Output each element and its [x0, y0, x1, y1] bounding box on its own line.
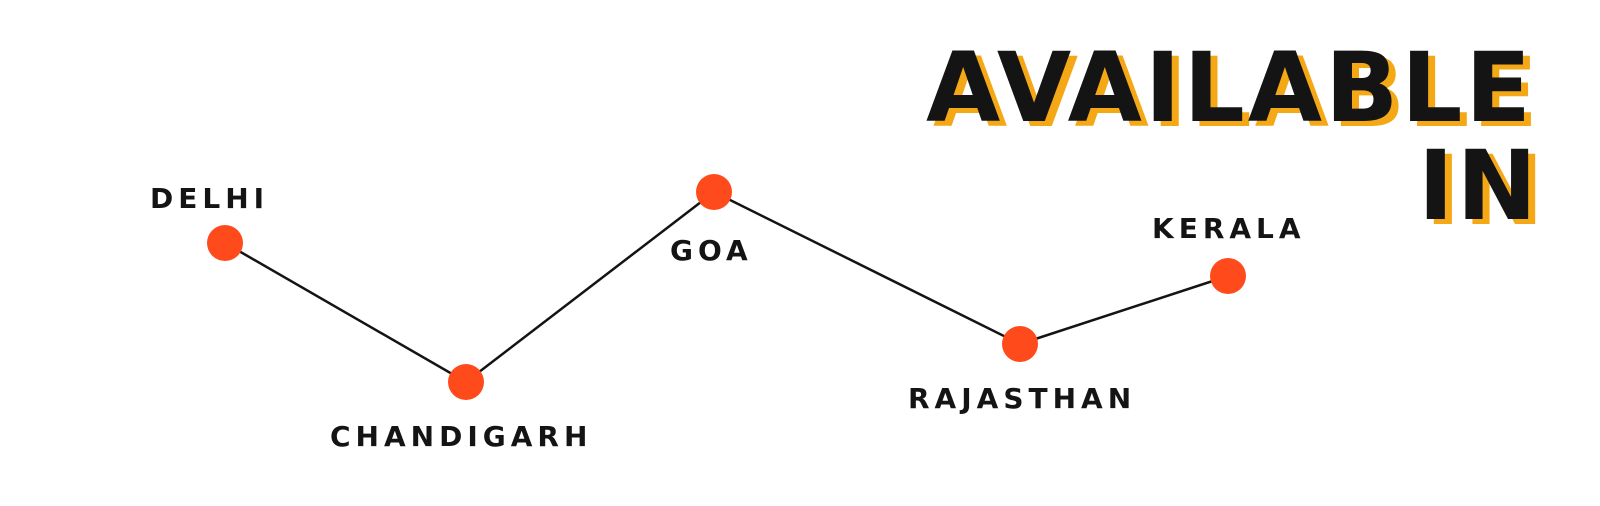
route-nodes: [207, 174, 1246, 400]
title-line1-shadow: AVAILABLE: [933, 37, 1541, 149]
node-chandigarh: [448, 364, 484, 400]
label-rajasthan: RAJASTHAN: [908, 382, 1136, 415]
node-rajasthan: [1002, 326, 1038, 362]
node-goa: [696, 174, 732, 210]
route-labels: DELHI CHANDIGARH GOA RAJASTHAN KERALA: [150, 182, 1306, 453]
label-goa: GOA: [670, 234, 753, 267]
title-shadow: AVAILABLE IN: [933, 37, 1547, 247]
label-chandigarh: CHANDIGARH: [330, 420, 592, 453]
node-delhi: [207, 225, 243, 261]
node-kerala: [1210, 258, 1246, 294]
title: AVAILABLE IN: [926, 32, 1540, 242]
title-line2-shadow: IN: [1425, 135, 1547, 247]
title-line2: IN: [1418, 130, 1540, 242]
label-kerala: KERALA: [1152, 212, 1306, 245]
title-line1: AVAILABLE: [926, 32, 1534, 144]
label-delhi: DELHI: [150, 182, 269, 215]
route-line: [224, 190, 1229, 384]
